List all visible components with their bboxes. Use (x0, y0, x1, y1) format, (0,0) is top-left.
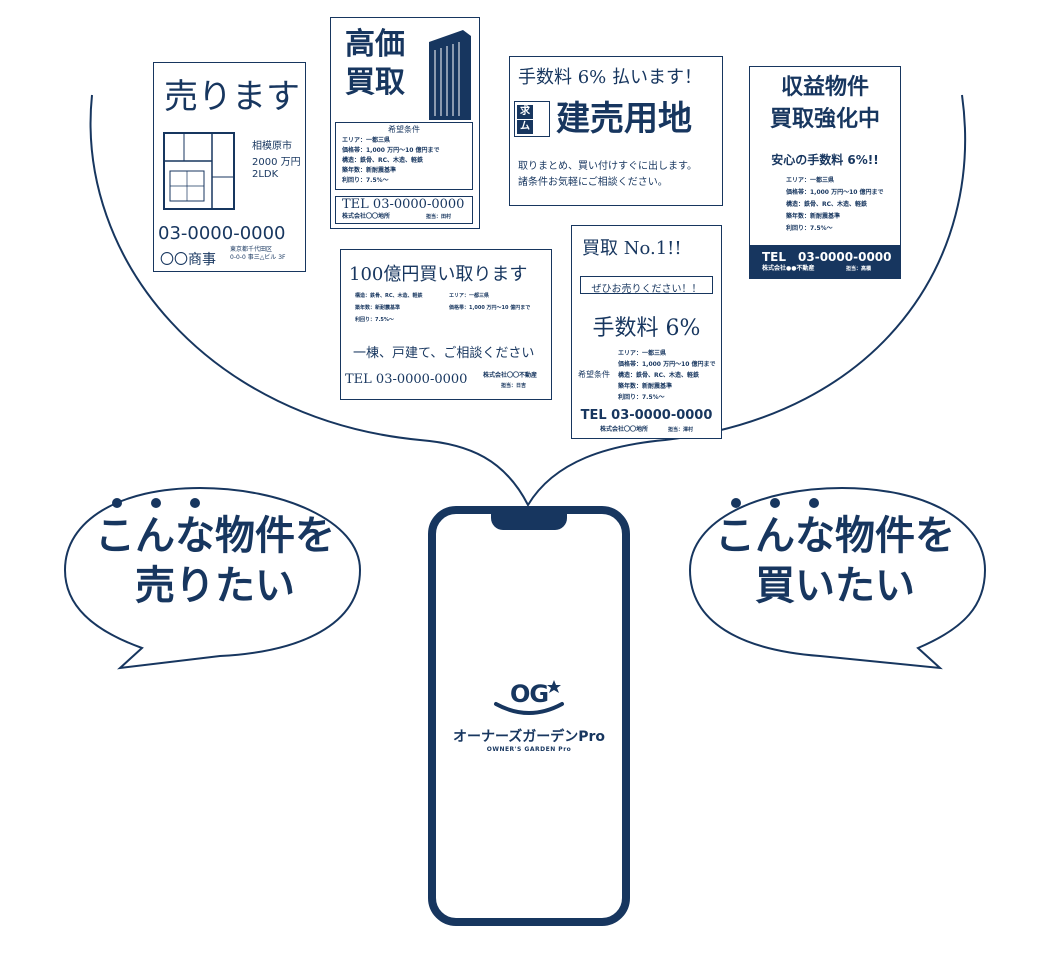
og-logo-icon (494, 680, 564, 715)
app-name-en: OWNER'S GARDEN Pro (486, 746, 572, 753)
flyer5-structure: 構造：鉄骨、RC、木造、軽鉄 (355, 293, 423, 299)
buy-speech-bubble (688, 486, 987, 670)
floor-plan-icon (163, 132, 235, 210)
flyer3-badge1: 求 (517, 105, 533, 119)
logo-mark: OG (509, 680, 549, 708)
flyer5-message: 一棟、戸建て、ご相談ください (353, 346, 535, 361)
flyer4-subtitle: 安心の手数料 6%!! (771, 153, 879, 167)
flyer5-company: 株式会社〇〇不動産 (483, 372, 538, 379)
flyer-10b-purchase: 100億円買い取ります 構造：鉄骨、RC、木造、軽鉄 エリア：一都三県 築年数：… (340, 249, 552, 400)
flyer2-title1: 高価 (345, 27, 405, 62)
flyer6-banner: ぜひお売りください！！ (591, 284, 702, 295)
flyer2-contact-box: TEL 03-0000-0000 株式会社〇〇地所 担当：田村 (335, 196, 473, 224)
flyer2-yield: 利回り：7.5%～ (342, 177, 389, 184)
buy-bubble-line1: こんな物件を (715, 513, 955, 559)
flyer6-title: 買取 No.1!! (582, 238, 682, 259)
flyer1-company: 〇〇商事 (160, 252, 216, 268)
flyer1-phone: 03-0000-0000 (158, 223, 286, 244)
flyer1-title: 売ります (164, 77, 300, 117)
thought-bubble-outline (89, 94, 967, 508)
flyer2-price-range: 価格帯：1,000 万円～10 億円まで (342, 147, 440, 154)
flyer4-phone: TEL 03-0000-0000 (762, 250, 892, 264)
flyer5-yield: 利回り：7.5%～ (355, 317, 394, 323)
flyer1-layout: 2LDK (252, 169, 279, 180)
app-logo: OG オーナーズガーデンPro OWNER'S GARDEN Pro (436, 674, 622, 753)
flyer3-body1: 取りまとめ、買い付けすぐに出します。 (518, 161, 697, 172)
flyer5-phone: TEL 03-0000-0000 (345, 372, 468, 387)
flyer2-company: 株式会社〇〇地所 (342, 213, 391, 220)
flyer2-title2: 買取 (345, 65, 405, 100)
buy-bubble-line2: 買いたい (755, 563, 915, 609)
building-icon (429, 30, 471, 120)
flyer6-structure: 構造：鉄骨、RC、木造、軽鉄 (618, 372, 700, 379)
flyer4-age: 築年数：新耐震基準 (786, 213, 841, 220)
flyer4-title1: 収益物件 (780, 75, 869, 100)
flyer6-fee: 手数料 6% (592, 316, 701, 341)
flyer-land-wanted: 手数料 6% 払います！ 求 ム 建売用地 取りまとめ、買い付けすぐに出します。… (509, 56, 723, 206)
flyer1-price: 2000 万円 (252, 157, 301, 168)
flyer2-structure: 構造：鉄骨、RC、木造、軽鉄 (342, 157, 424, 164)
flyer6-banner-box: ぜひお売りください！！ (580, 276, 713, 295)
flyer6-price-range: 価格帯：1,000 万円～10 億円まで (618, 361, 716, 368)
flyer5-person: 担当：日吉 (501, 383, 527, 389)
flyer3-body2: 諸条件お気軽にご相談ください。 (518, 177, 668, 188)
flyer-high-price-purchase: 高価 買取 希望条件 エリア：一都三県 価格帯：1,000 万円～10 億円まで… (330, 17, 480, 229)
flyer-purchase-no1: 買取 No.1!! ぜひお売りください！！ 手数料 6% 希望条件 エリア：一都… (571, 225, 722, 439)
smartphone: OG オーナーズガーデンPro OWNER'S GARDEN Pro (428, 506, 630, 926)
flyer3-badge: 求 ム (514, 101, 550, 137)
flyer2-section: 希望条件 (388, 125, 420, 134)
flyer6-phone: TEL 03-0000-0000 (580, 408, 713, 423)
flyer1-city: 相模原市 (252, 141, 292, 152)
flyer6-label: 希望条件 (578, 370, 610, 379)
flyer4-yield: 利回り：7.5%～ (786, 225, 833, 232)
flyer3-headline: 手数料 6% 払います！ (518, 67, 702, 88)
flyer5-age: 築年数：新耐震基準 (355, 305, 401, 311)
flyer4-price-range: 価格帯：1,000 万円～10 億円まで (786, 189, 884, 196)
flyer4-structure: 構造：鉄骨、RC、木造、軽鉄 (786, 201, 868, 208)
flyer4-title2: 買取強化中 (769, 107, 880, 132)
flyer4-area: エリア：一都三県 (786, 177, 835, 184)
phone-notch (491, 512, 567, 530)
app-name: オーナーズガーデンPro (452, 729, 606, 745)
flyer6-company: 株式会社〇〇地所 (600, 426, 649, 433)
flyer3-title: 建売用地 (556, 99, 692, 139)
flyer2-phone: TEL 03-0000-0000 (342, 197, 465, 212)
sell-bubble-line2: 売りたい (135, 563, 295, 609)
flyer2-area: エリア：一都三県 (342, 137, 391, 144)
flyer4-footer: TEL 03-0000-0000 株式会社●●不動産 担当：高橋 (750, 245, 900, 278)
sell-bubble-line1: こんな物件を (95, 513, 335, 559)
flyer5-area: エリア：一都三県 (449, 293, 490, 299)
flyer1-address2: 0-0-0 事三△ビル 3F (230, 254, 286, 261)
flyer3-badge2: ム (517, 120, 533, 134)
sell-speech-bubble (63, 486, 362, 670)
flyer-income-property: 収益物件 買取強化中 安心の手数料 6%!! エリア：一都三県 価格帯：1,00… (749, 66, 901, 279)
flyer2-conditions-box: 希望条件 エリア：一都三県 価格帯：1,000 万円～10 億円まで 構造：鉄骨… (335, 122, 473, 190)
flyer4-person: 担当：高橋 (846, 266, 872, 272)
flyer5-title: 100億円買い取ります (349, 264, 528, 285)
flyer1-address1: 東京都千代田区 (230, 246, 273, 253)
flyer2-person: 担当：田村 (426, 214, 452, 220)
flyer5-price-range: 価格帯：1,000 万円～10 億円まで (449, 305, 531, 311)
flyer2-age: 築年数：新耐震基準 (342, 167, 397, 174)
flyer6-person: 担当：澤村 (668, 427, 694, 433)
flyer-for-sale: 売ります 相模原市 2000 万円 2LDK 03-0000-0000 〇〇商事… (153, 62, 306, 272)
flyer6-area: エリア：一都三県 (618, 350, 667, 357)
flyer6-age: 築年数：新耐震基準 (618, 383, 673, 390)
flyer4-company: 株式会社●●不動産 (762, 265, 815, 272)
flyer6-yield: 利回り：7.5%～ (618, 394, 665, 401)
